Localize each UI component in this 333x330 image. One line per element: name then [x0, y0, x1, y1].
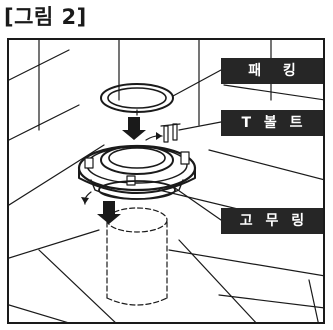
figure-title: [그림 2]: [4, 5, 87, 29]
trap-flange: [77, 144, 197, 200]
t-bolt-label: T 볼 트: [221, 110, 323, 136]
down-arrow-icon: [97, 201, 121, 224]
rubber-ring: [98, 180, 176, 200]
drain-assembly-diagram: [9, 40, 323, 322]
rubber-ring-leader-line: [174, 187, 222, 221]
drain-pipe: [106, 207, 168, 306]
packing-label: 패 킹: [221, 58, 323, 84]
packing-leader-line: [172, 69, 222, 97]
diagram-frame: 패 킹 T 볼 트 고 무 링: [7, 38, 325, 324]
t-bolt: [160, 123, 181, 143]
packing-ring: [100, 83, 174, 116]
t-bolt-leader-line: [178, 121, 222, 131]
rubber-ring-label: 고 무 링: [221, 208, 323, 234]
down-arrow-icon: [122, 117, 146, 140]
